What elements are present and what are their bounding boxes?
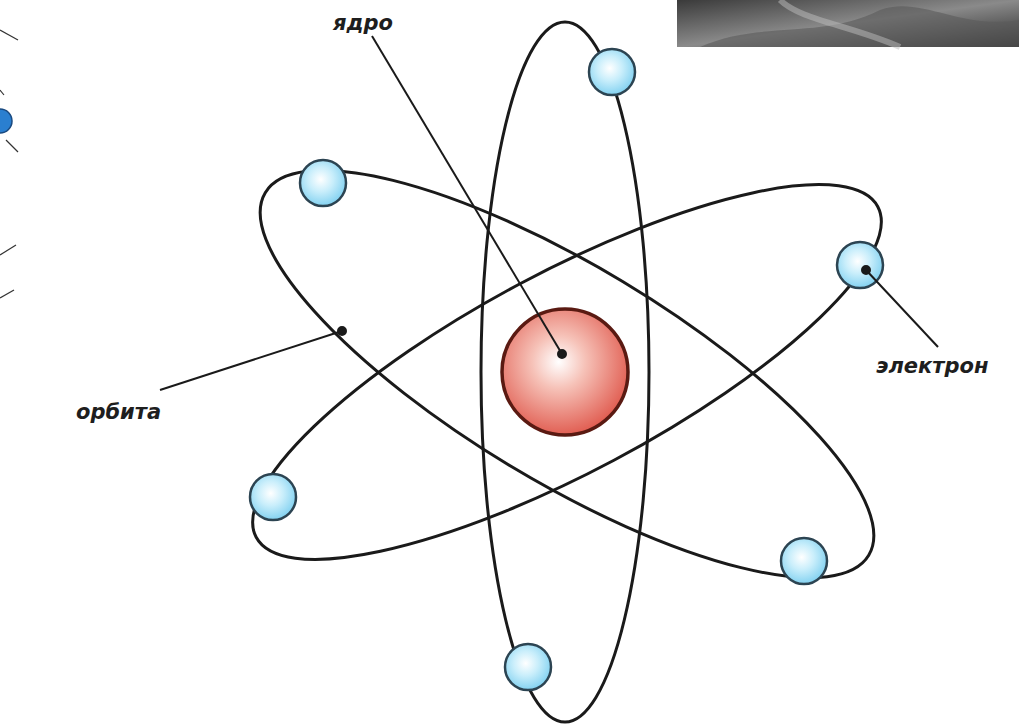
- orbit-label: орбита: [74, 401, 163, 424]
- nucleus-label: ядро: [331, 12, 395, 35]
- electrons: [250, 49, 883, 690]
- leader-lines: [160, 36, 938, 390]
- electron-label: электрон: [874, 355, 990, 378]
- orbits: [209, 22, 924, 722]
- cropped-fragment: [0, 30, 18, 298]
- nucleus: [502, 309, 628, 435]
- cropped-photo: [677, 0, 1019, 47]
